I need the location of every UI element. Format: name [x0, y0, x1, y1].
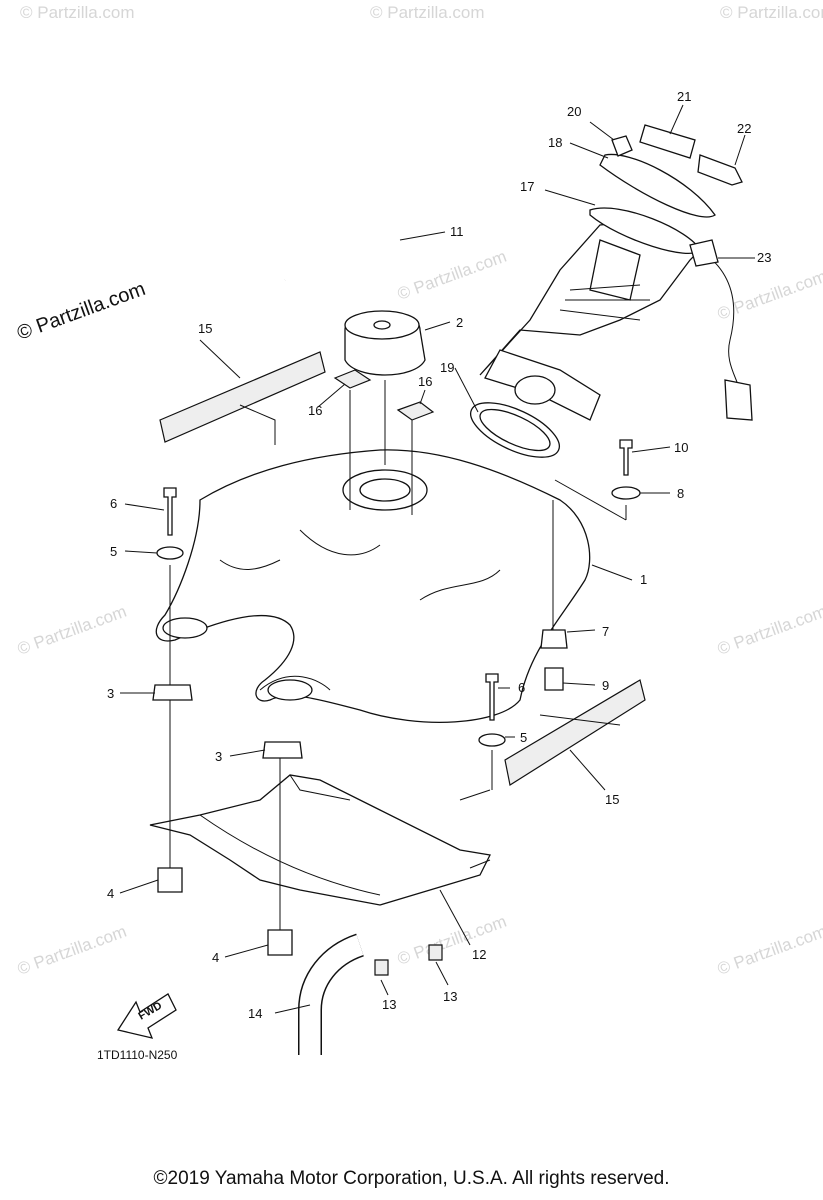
callout-15: 15 — [198, 321, 212, 336]
pad-16-b — [396, 401, 435, 421]
callout-10: 10 — [674, 440, 688, 455]
callout-15: 15 — [605, 792, 619, 807]
watermark: © Partzilla.com — [395, 912, 509, 969]
callout-12: 12 — [472, 947, 486, 962]
callout-13: 13 — [382, 997, 396, 1012]
callout-7: 7 — [602, 624, 609, 639]
watermark: © Partzilla.com — [715, 602, 823, 659]
fuel-pump-17 — [479, 207, 702, 421]
plate-18 — [599, 153, 716, 218]
watermark: © Partzilla.com — [15, 922, 129, 979]
nut-13-left — [374, 959, 389, 976]
callout-5: 5 — [520, 730, 527, 745]
callout-23: 23 — [757, 250, 771, 265]
pad-15-left — [159, 351, 326, 443]
callout-20: 20 — [567, 104, 581, 119]
watermark: © Partzilla.com — [395, 247, 509, 304]
watermark: © Partzilla.com — [720, 3, 823, 22]
washer-8 — [611, 486, 641, 500]
grommet-7 — [540, 629, 568, 649]
leader-lines — [119, 104, 755, 1014]
callout-9: 9 — [602, 678, 609, 693]
washer-5-left — [156, 546, 184, 560]
watermark: © Partzilla.com — [370, 3, 485, 22]
callout-16: 16 — [308, 403, 322, 418]
callout-11: 11 — [450, 224, 464, 239]
callout-16: 16 — [418, 374, 432, 389]
collar-4-mid — [267, 929, 293, 956]
diagram-code: 1TD1110-N250 — [97, 1048, 178, 1062]
grommet-3-left — [152, 684, 193, 701]
fuel-cap-2 — [344, 310, 426, 376]
pad-16-a — [333, 369, 372, 389]
callout-22: 22 — [737, 121, 751, 136]
watermark-main: © Partzilla.com — [14, 278, 148, 345]
collar-4-left — [157, 867, 183, 893]
hose-14-inner — [299, 935, 364, 1055]
guide-lines — [169, 380, 627, 930]
callout-4: 4 — [107, 886, 114, 901]
pad-15-right — [504, 679, 646, 786]
callout-6: 6 — [110, 496, 117, 511]
callout-8: 8 — [677, 486, 684, 501]
fwd-arrow-icon: FWD — [116, 993, 177, 1039]
watermark: © Partzilla.com — [20, 3, 135, 22]
callout-21: 21 — [677, 89, 691, 104]
callout-18: 18 — [548, 135, 562, 150]
callout-19: 19 — [440, 360, 454, 375]
callout-labels: 1 2 3 3 4 4 5 5 6 6 7 8 9 10 11 12 13 13… — [107, 89, 771, 1021]
gasket-19 — [470, 402, 560, 458]
connector-21 — [639, 124, 696, 159]
hose-11-inner — [282, 195, 398, 321]
harness-23 — [689, 239, 753, 421]
callout-2: 2 — [456, 315, 463, 330]
callout-4: 4 — [212, 950, 219, 965]
callout-5: 5 — [110, 544, 117, 559]
bolt-20 — [611, 135, 633, 157]
callout-3: 3 — [215, 749, 222, 764]
nut-13-right — [428, 944, 443, 961]
bracket-12-detail — [199, 774, 381, 896]
washer-5-right — [478, 733, 506, 747]
fitting-22 — [697, 154, 743, 186]
bolt-6-right — [485, 673, 499, 721]
bracket-12 — [149, 774, 491, 906]
callout-1: 1 — [640, 572, 647, 587]
callout-13: 13 — [443, 989, 457, 1004]
callout-6: 6 — [518, 680, 525, 695]
bolt-10 — [619, 439, 633, 476]
bolt-6-left — [163, 487, 177, 536]
fuel-tank-1 — [155, 449, 591, 723]
grommet-3-mid — [262, 741, 303, 759]
callout-17: 17 — [520, 179, 534, 194]
collar-9 — [544, 667, 564, 691]
watermark: © Partzilla.com — [715, 922, 823, 979]
copyright-notice: ©2019 Yamaha Motor Corporation, U.S.A. A… — [153, 1168, 670, 1189]
callout-3: 3 — [107, 686, 114, 701]
callout-14: 14 — [248, 1006, 262, 1021]
watermark: © Partzilla.com — [715, 267, 823, 324]
watermark: © Partzilla.com — [15, 602, 129, 659]
